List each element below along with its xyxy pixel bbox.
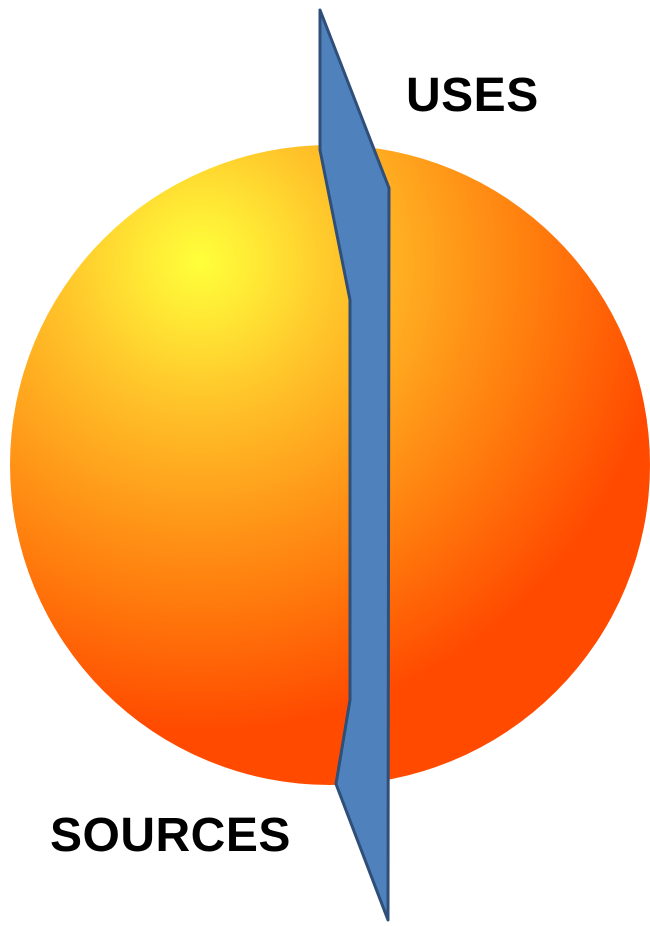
sphere bbox=[10, 145, 650, 785]
uses-label: USES bbox=[406, 72, 539, 120]
sources-label: SOURCES bbox=[50, 812, 291, 860]
